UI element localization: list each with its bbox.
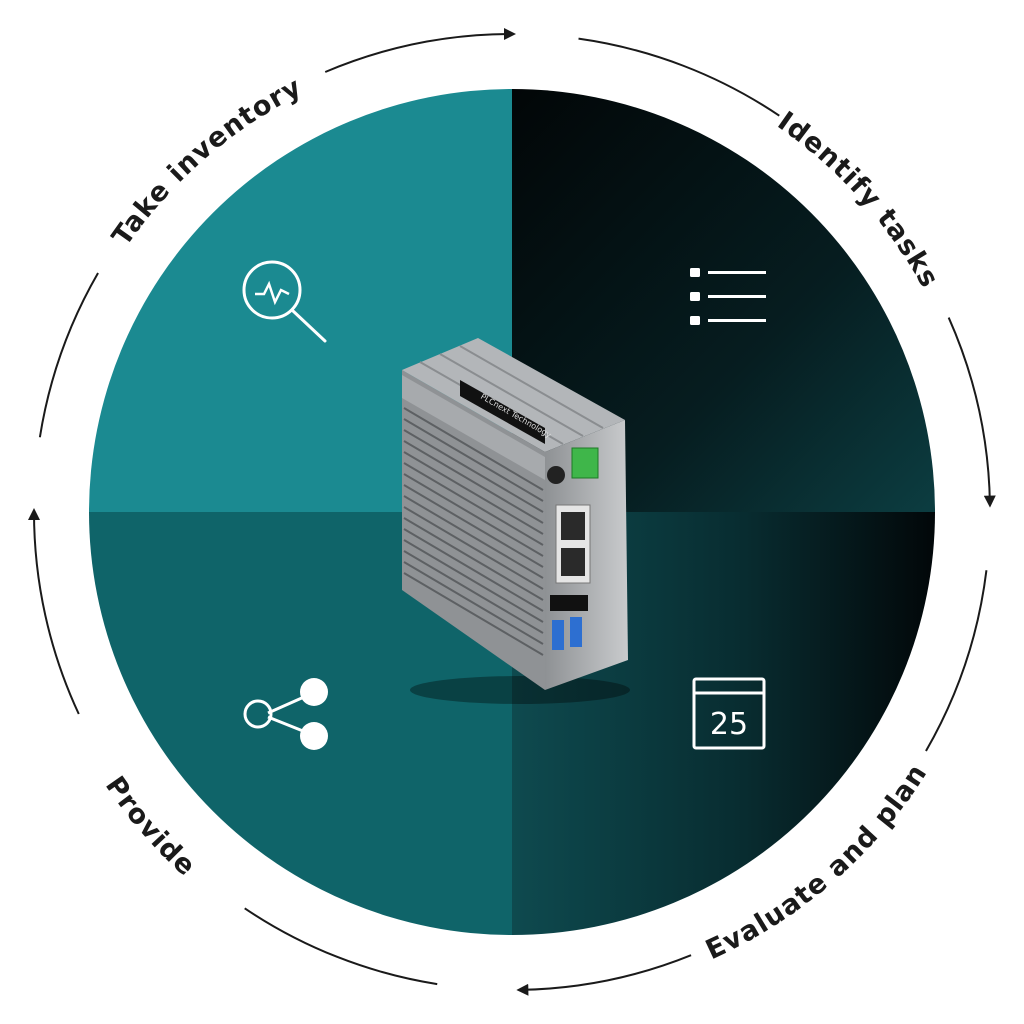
cycle-arrow-segment (28, 508, 80, 715)
heatsink-fin (403, 550, 544, 634)
heatsink-fin (403, 561, 544, 645)
cycle-arrow-segment (925, 570, 988, 752)
calendar-day-text: 25 (710, 707, 748, 742)
calendar-icon: 25 (692, 677, 766, 750)
heatsink-fin (403, 440, 544, 524)
cycle-arrow-segment (244, 907, 438, 986)
heatsink-fin (403, 517, 544, 601)
heatsink-fin (403, 495, 544, 579)
heatsink-fin (403, 539, 544, 623)
cycle-arrow-segment (324, 28, 516, 73)
magnifier-pulse-icon (242, 260, 327, 343)
heatsink-fin (403, 506, 544, 590)
cycle-arrow-segment (516, 954, 692, 996)
label-provide: Provide (99, 771, 202, 883)
heatsink-fin (403, 484, 544, 568)
heatsink-fin (403, 429, 544, 513)
industrial-edge-pc-image: PLCnext Technology (402, 338, 630, 704)
cycle-arrow-segment (578, 37, 780, 117)
heatsink-fin (403, 462, 544, 546)
heatsink-fin (403, 407, 544, 491)
heatsink-fin (403, 528, 544, 612)
share-icon (243, 678, 328, 750)
cycle-arrow-segment (947, 317, 996, 508)
heatsink-fin (403, 572, 544, 656)
step-label-text: Provide (99, 771, 201, 883)
cycle-arrows (28, 28, 996, 996)
cycle-arrow-segment (38, 272, 99, 438)
heatsink-fin (403, 418, 544, 502)
heatsink-fin (403, 451, 544, 535)
checklist-icon (690, 268, 766, 325)
heatsink-fin (403, 473, 544, 557)
